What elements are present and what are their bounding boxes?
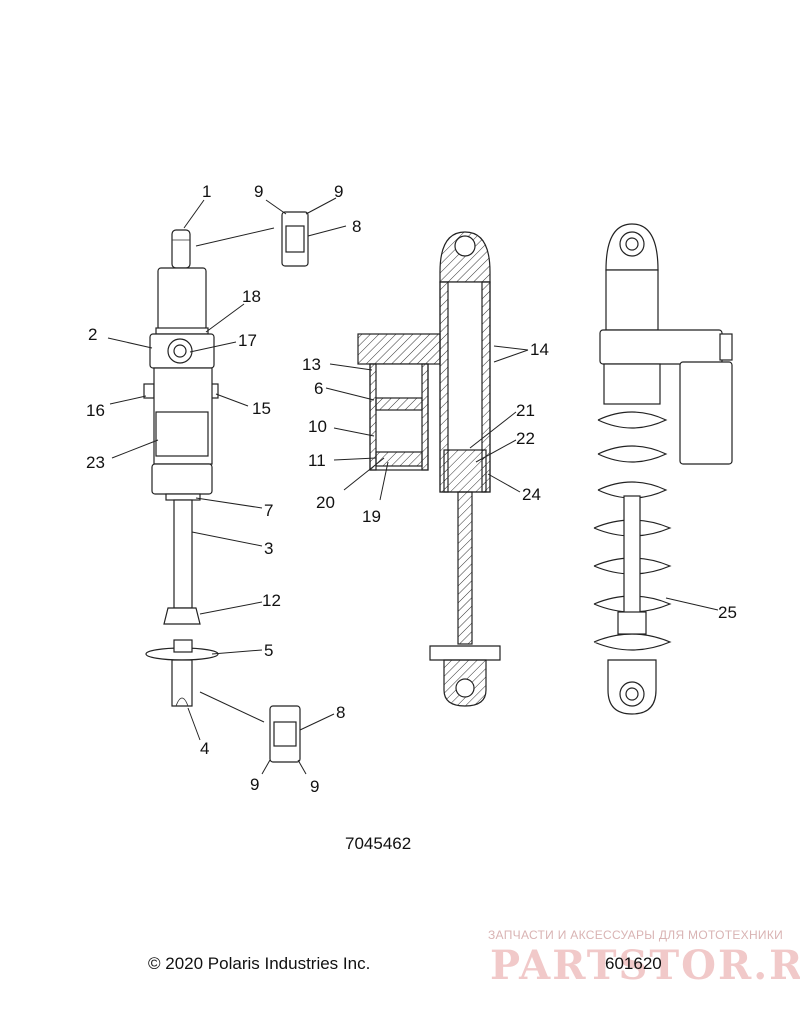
callout-25: 25 bbox=[718, 603, 737, 622]
callout-9-bottom-right: 9 bbox=[310, 777, 319, 796]
callout-8-bottom: 8 bbox=[336, 703, 345, 722]
diagram-number: 7045462 bbox=[345, 834, 412, 853]
callout-17: 17 bbox=[238, 331, 257, 350]
callout-15: 15 bbox=[252, 399, 271, 418]
callout-11: 11 bbox=[308, 451, 326, 470]
callout-9-bottom-left: 9 bbox=[250, 775, 259, 794]
callout-20: 20 bbox=[316, 493, 335, 512]
callout-18: 18 bbox=[242, 287, 261, 306]
callout-1: 1 bbox=[202, 182, 211, 201]
watermark-tagline: ЗАПЧАСТИ И АКСЕССУАРЫ ДЛЯ МОТОТЕХНИКИ bbox=[488, 928, 784, 942]
callout-9-top-left: 9 bbox=[254, 182, 263, 201]
callout-4: 4 bbox=[200, 739, 209, 758]
leader-lines bbox=[107, 197, 719, 775]
callout-6: 6 bbox=[314, 379, 323, 398]
section-view-assembly bbox=[357, 231, 501, 707]
callout-24: 24 bbox=[522, 485, 541, 504]
left-shock-assembly bbox=[143, 229, 219, 707]
callout-3: 3 bbox=[264, 539, 273, 558]
callout-23: 23 bbox=[86, 453, 105, 472]
callout-21: 21 bbox=[516, 401, 535, 420]
callout-9-top-right: 9 bbox=[334, 182, 343, 201]
reference-number: 601620 bbox=[605, 954, 662, 973]
callout-2: 2 bbox=[88, 325, 97, 344]
callout-14: 14 bbox=[530, 340, 549, 359]
callout-16: 16 bbox=[86, 401, 105, 420]
copyright-text: © 2020 Polaris Industries Inc. bbox=[148, 954, 371, 973]
callout-13: 13 bbox=[302, 355, 321, 374]
watermark-logo: PARTSTOR.RU bbox=[490, 942, 800, 989]
callout-12: 12 bbox=[262, 591, 281, 610]
callout-7: 7 bbox=[264, 501, 273, 520]
callout-labels: 1 2 3 4 5 6 7 8 8 9 9 9 9 10 11 12 13 14… bbox=[86, 182, 737, 796]
callout-10: 10 bbox=[308, 417, 327, 436]
callout-19: 19 bbox=[362, 507, 381, 526]
callout-5: 5 bbox=[264, 641, 273, 660]
assembled-shock bbox=[593, 223, 733, 715]
callout-8-top: 8 bbox=[352, 217, 361, 236]
top-bearing bbox=[281, 211, 309, 267]
bottom-bearing bbox=[269, 705, 301, 763]
callout-22: 22 bbox=[516, 429, 535, 448]
